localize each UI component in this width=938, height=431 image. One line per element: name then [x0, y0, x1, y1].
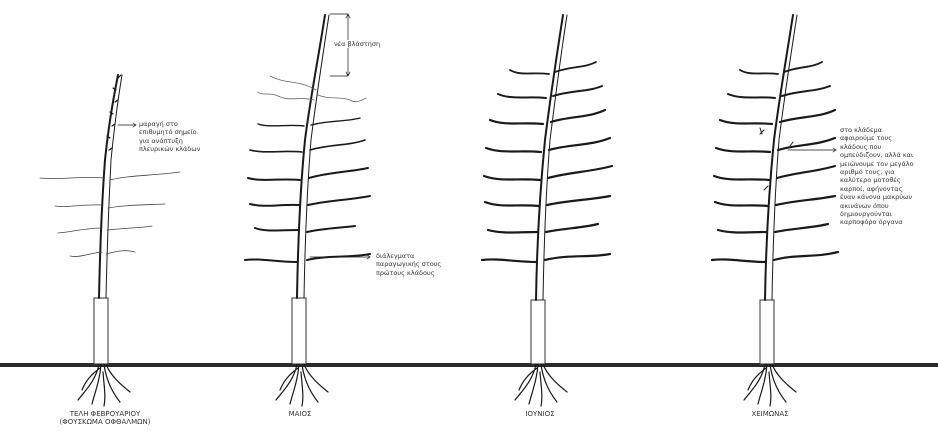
branch-2-l5	[250, 150, 302, 152]
branch-2-l1	[245, 259, 297, 262]
stem-2	[297, 15, 325, 298]
branch-4-r3	[776, 196, 835, 205]
branch-4-r7	[782, 86, 830, 96]
cut-note-line-4: πλευρικών κλάδων	[139, 145, 219, 153]
branch-4-l3	[715, 202, 768, 206]
winter-note-line-4: ομπεύδιζουν, αλλά και	[840, 151, 936, 159]
branch-3-r1	[545, 254, 610, 260]
branch-3-r4	[548, 166, 612, 178]
caption-stage-1: ΤΕΛΗ ΦΕΒΡΟΥΑΡΙΟΥ (ΦΟΥΣΚΩΜΑ ΟΦΘΑΛΜΩΝ)	[40, 410, 170, 426]
buds-1	[107, 75, 121, 150]
stem-2b	[304, 15, 329, 298]
branch-4-r4	[777, 166, 835, 178]
trunk-guard-4	[760, 300, 774, 364]
winter-note-line-5: μειώνουμε τον μεγάλο	[840, 160, 936, 168]
branch-4-l8	[740, 70, 778, 74]
branch-3-r2	[546, 224, 598, 232]
winter-note-line-11: δημιουργούνται	[840, 210, 936, 218]
branch-4-l5	[716, 148, 770, 152]
branch-3-l5	[486, 148, 541, 152]
selection-note-line-2: παραγωγικής στους	[376, 260, 466, 268]
shoot-1g	[70, 252, 102, 256]
winter-note-line-9: έναν κάνονα μακρύων	[840, 193, 936, 201]
new-shoot-2a	[258, 92, 314, 100]
roots-1	[78, 364, 130, 406]
winter-note-line-10: ακινάνων όπου	[840, 202, 936, 210]
winter-note-line-12: καρποφόρο όργανα	[840, 218, 936, 226]
stem-1	[99, 75, 118, 298]
winter-note-line-3: κλάδους που	[840, 143, 936, 151]
branch-3-r3	[547, 196, 610, 205]
roots-2	[276, 364, 328, 406]
shoot-1a	[40, 177, 104, 178]
selection-note-line-3: πρώτους κλάδους	[376, 269, 466, 277]
stem-1b	[106, 75, 122, 298]
winter-note-line-2: αφαιρούμε τους	[840, 134, 936, 142]
selection-note-line-1: διάλεγματα	[376, 252, 466, 260]
caption-stage-3: ΙΟΥΝΙΟΣ	[505, 410, 575, 418]
branch-4-r6	[780, 110, 835, 122]
new-growth-label: νέα βλάστηση	[333, 40, 381, 48]
caption-stage-4: ΧΕΙΜΩΝΑΣ	[730, 410, 810, 418]
cut-note: μαραγή στο επιθυμητό σημείο για ανάπτυξη…	[139, 120, 219, 154]
branch-3-r7	[553, 86, 602, 96]
branch-4-l1	[712, 259, 766, 262]
branch-2-l3	[250, 204, 299, 206]
branch-4-l2	[718, 230, 767, 233]
branch-4-l4	[714, 176, 769, 180]
shoot-1d	[108, 204, 165, 208]
new-shoot-2c	[318, 95, 366, 102]
tree-stage-3	[482, 15, 612, 406]
roots-3	[515, 364, 567, 406]
branch-2-r2	[307, 226, 355, 232]
branch-3-r8	[555, 62, 596, 72]
tree-stage-2	[245, 14, 370, 406]
branch-3-r6	[551, 110, 605, 122]
branch-3-l1	[482, 259, 537, 262]
trunk-guard-2	[292, 298, 306, 364]
shoot-1f	[107, 226, 152, 230]
caption-stage-1-line-1: ΤΕΛΗ ΦΕΒΡΟΥΑΡΙΟΥ	[40, 410, 170, 418]
selection-note: διάλεγματα παραγωγικής στους πρώτους κλά…	[376, 252, 466, 277]
winter-note-line-6: αριθμό τους, για	[840, 168, 936, 176]
branch-2-r3	[308, 196, 370, 205]
branch-4-l7	[728, 94, 775, 98]
cut-note-line-2: επιθυμητό σημείο	[139, 128, 219, 136]
caption-stage-2: ΜΑΙΟΣ	[270, 410, 330, 418]
branch-3-l4	[484, 176, 540, 180]
winter-note-line-1: στο κλάδεμα	[840, 126, 936, 134]
branch-2-l4	[248, 178, 300, 180]
winter-note: στο κλάδεμα αφαιρούμε τους κλάδους που ο…	[840, 126, 936, 227]
winter-note-line-8: καρποί, αφήνοντας	[840, 185, 936, 193]
branch-4-l6	[720, 120, 772, 124]
shoot-1c	[55, 205, 103, 207]
roots-4	[744, 364, 796, 406]
shoot-1b	[110, 172, 180, 180]
winter-note-line-7: καλύτερο μοτοθές	[840, 176, 936, 184]
trunk-guard-1	[94, 298, 108, 364]
branch-2-r4	[309, 168, 368, 178]
caption-stage-1-line-2: (ΦΟΥΣΚΩΜΑ ΟΦΘΑΛΜΩΝ)	[40, 418, 170, 426]
new-shoot-2b	[270, 76, 316, 90]
branch-3-l3	[485, 202, 539, 206]
cut-note-line-1: μαραγή στο	[139, 120, 219, 128]
branch-2-r6	[311, 118, 360, 125]
cut-note-line-3: για ανάπτυξη	[139, 137, 219, 145]
branch-4-r1	[774, 252, 838, 260]
branch-2-l2	[255, 228, 298, 231]
branch-3-l2	[488, 230, 538, 233]
branch-4-r2	[775, 224, 828, 232]
branch-2-l6	[258, 124, 304, 126]
branch-4-r5	[778, 138, 835, 150]
branch-2-r5	[310, 140, 365, 150]
trunk-guard-3	[531, 300, 545, 364]
tree-stage-4	[712, 15, 838, 406]
shoot-1e	[58, 228, 102, 233]
branch-3-r5	[549, 138, 610, 150]
branch-3-l7	[498, 94, 546, 98]
branch-3-l6	[490, 120, 543, 124]
shoot-1h	[106, 251, 135, 254]
branch-3-l8	[510, 70, 549, 74]
